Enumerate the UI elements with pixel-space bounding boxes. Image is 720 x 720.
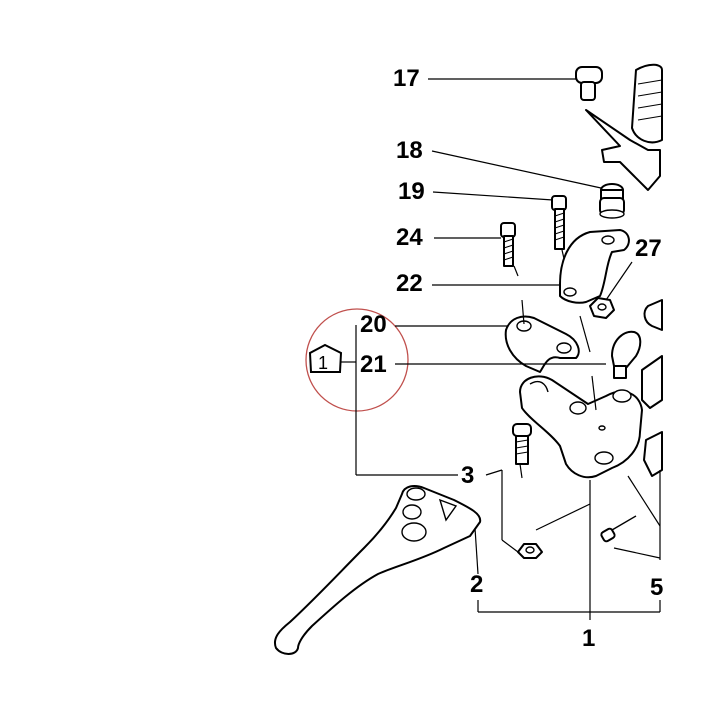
note-badge-number: 1 xyxy=(318,353,328,373)
right-edge-components xyxy=(641,299,663,477)
callout-21: 21 xyxy=(360,351,387,378)
upper-housing xyxy=(585,63,663,191)
callout-3: 3 xyxy=(461,462,474,489)
callout-2: 2 xyxy=(470,571,483,598)
part-27-nut xyxy=(589,297,615,319)
banjo-fitting xyxy=(611,330,642,379)
part-19-bushing xyxy=(599,197,625,219)
callout-18: 18 xyxy=(396,137,423,164)
part-22-bracket xyxy=(559,229,630,304)
callout-24: 24 xyxy=(396,224,423,251)
callout-17: 17 xyxy=(393,65,420,92)
part-3-bolt xyxy=(512,423,532,479)
callout-5: 5 xyxy=(650,574,663,601)
crop-mask xyxy=(663,0,720,720)
part-17-screw xyxy=(575,66,603,101)
part-2-brake-lever xyxy=(274,485,482,655)
callout-20: 20 xyxy=(360,311,387,338)
note-badge-icon: 1 xyxy=(308,343,343,373)
part-5-screw xyxy=(600,515,637,543)
callout-22: 22 xyxy=(396,270,423,297)
part-1-master-cylinder xyxy=(519,315,643,479)
highlight-circle xyxy=(305,308,409,412)
part-24-screw xyxy=(500,222,519,277)
callout-27: 27 xyxy=(635,235,662,262)
callout-1: 1 xyxy=(582,625,595,652)
part-3-nut xyxy=(517,543,543,559)
callout-19: 19 xyxy=(398,178,425,205)
part-20-21-clamp xyxy=(504,299,580,373)
